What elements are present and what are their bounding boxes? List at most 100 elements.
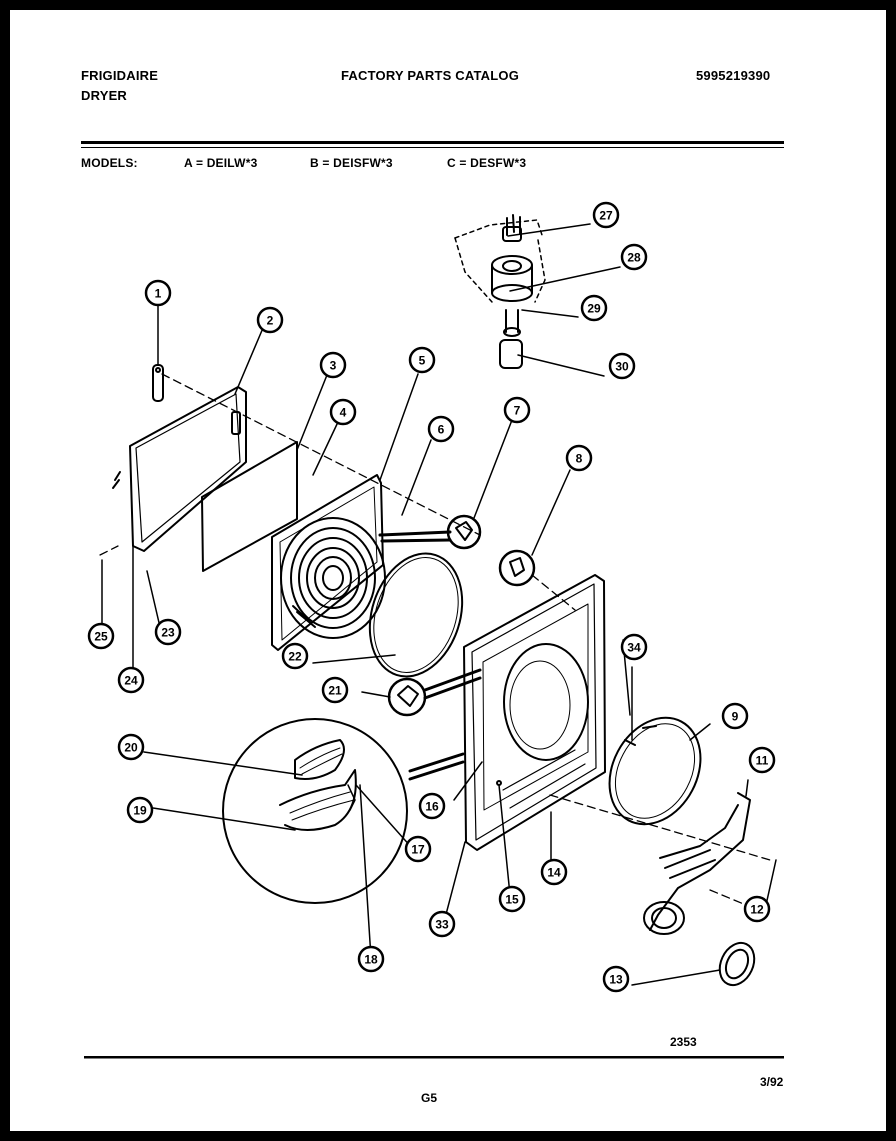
callout-number: 15	[505, 893, 519, 907]
hinge-drawing	[152, 364, 164, 402]
callout-11: 11	[748, 746, 776, 774]
callout-27: 27	[592, 201, 620, 229]
callout-25: 25	[87, 622, 115, 650]
callout-12: 12	[743, 895, 771, 923]
callout-circle	[408, 346, 436, 374]
callout-circle	[357, 945, 385, 973]
callout-24: 24	[117, 666, 145, 694]
callout-circle	[87, 622, 115, 650]
callout-circle	[126, 796, 154, 824]
callout-number: 2	[267, 314, 274, 328]
callout-33: 33	[428, 910, 456, 938]
drawing-number: 2353	[670, 1035, 697, 1049]
callout-13: 13	[602, 965, 630, 993]
callout-number: 30	[615, 360, 629, 374]
callout-circle	[620, 633, 648, 661]
catalog-page: FRIGIDAIRE DRYER FACTORY PARTS CATALOG 5…	[10, 10, 886, 1131]
top-motor-assembly-drawing	[454, 214, 546, 369]
callout-1: 1	[144, 279, 172, 307]
callout-34: 34	[620, 633, 648, 661]
callout-22: 22	[281, 642, 309, 670]
front-panel-drawing	[463, 574, 606, 851]
callout-28: 28	[620, 243, 648, 271]
detail-circle-drawing	[222, 718, 465, 904]
callout-circle	[329, 398, 357, 426]
callout-14: 14	[540, 858, 568, 886]
product-name: DRYER	[81, 88, 128, 103]
callout-29: 29	[580, 294, 608, 322]
callout-circle	[117, 666, 145, 694]
callout-circle	[498, 885, 526, 913]
callout-number: 20	[124, 741, 138, 755]
callout-number: 24	[124, 674, 138, 688]
door-outer-panel-drawing	[112, 386, 247, 552]
callout-number: 11	[756, 754, 769, 768]
callout-number: 28	[627, 251, 641, 265]
switch-detail-21	[387, 677, 427, 717]
callout-23: 23	[154, 618, 182, 646]
callout-number: 5	[419, 354, 426, 368]
door-liner-drawing	[271, 474, 386, 651]
model-b: B = DEISFW*3	[310, 156, 393, 170]
callout-number: 23	[161, 626, 175, 640]
callout-circle	[281, 642, 309, 670]
callout-16: 16	[418, 792, 446, 820]
callout-labels: 1234567891112131415161718192021222324252…	[87, 201, 776, 993]
callout-circle	[602, 965, 630, 993]
callout-circle	[580, 294, 608, 322]
callout-circle	[608, 352, 636, 380]
brand-name: FRIGIDAIRE	[81, 68, 159, 83]
callout-number: 4	[340, 406, 347, 420]
exploded-parts-diagram: 1234567891112131415161718192021222324252…	[84, 201, 784, 1105]
callout-number: 6	[438, 423, 445, 437]
callout-17: 17	[404, 835, 432, 863]
air-duct-drawing	[643, 792, 751, 935]
door-inner-panel-drawing	[201, 441, 298, 572]
callout-4: 4	[329, 398, 357, 426]
callout-20: 20	[117, 733, 145, 761]
callout-number: 18	[364, 953, 378, 967]
callout-6: 6	[427, 415, 455, 443]
callout-number: 34	[627, 641, 641, 655]
callout-5: 5	[408, 346, 436, 374]
callout-number: 25	[94, 630, 108, 644]
callout-number: 8	[576, 452, 583, 466]
callout-21: 21	[321, 676, 349, 704]
callout-circle	[540, 858, 568, 886]
callout-number: 13	[609, 973, 623, 987]
callout-18: 18	[357, 945, 385, 973]
callout-circle	[592, 201, 620, 229]
callout-number: 3	[330, 359, 337, 373]
callout-number: 29	[587, 302, 601, 316]
drum-ring-drawing	[608, 716, 702, 826]
callout-number: 14	[547, 866, 561, 880]
callout-30: 30	[608, 352, 636, 380]
callout-number: 17	[411, 843, 425, 857]
callout-7: 7	[503, 396, 531, 424]
callout-3: 3	[319, 351, 347, 379]
model-a: A = DEILW*3	[184, 156, 258, 170]
callout-number: 1	[155, 287, 162, 301]
model-c: C = DESFW*3	[447, 156, 527, 170]
callout-circle	[427, 415, 455, 443]
strike-detail-8	[498, 549, 536, 587]
duct-seal-drawing	[718, 941, 756, 987]
callout-circle	[404, 835, 432, 863]
callout-9: 9	[721, 702, 749, 730]
callout-number: 27	[599, 209, 613, 223]
callout-circle	[418, 792, 446, 820]
callout-15: 15	[498, 885, 526, 913]
callout-circle	[620, 243, 648, 271]
callout-circle	[743, 895, 771, 923]
callout-number: 12	[750, 903, 764, 917]
callout-circle	[748, 746, 776, 774]
callout-circle	[503, 396, 531, 424]
callout-circle	[154, 618, 182, 646]
callout-number: 21	[328, 684, 342, 698]
callout-number: 19	[133, 804, 147, 818]
footer-rule	[84, 1056, 784, 1059]
revision-date: 3/92	[760, 1075, 784, 1089]
callout-2: 2	[256, 306, 284, 334]
callout-number: 7	[514, 404, 521, 418]
callout-circle	[721, 702, 749, 730]
